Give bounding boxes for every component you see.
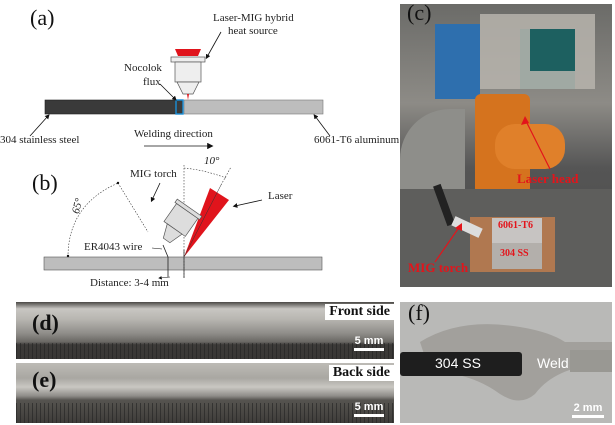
steel-section [400,352,522,376]
steel-label-f: 304 SS [435,355,481,371]
mig-torch-arrow [150,182,161,203]
aluminum-sample [492,218,542,243]
steel-label: 304 stainless steel [0,134,80,146]
plate-top-label: 6061-T6 [498,220,533,231]
aluminum-arrow [313,114,331,137]
laser-angle-label: 10° [204,155,220,167]
panel-label-c: (c) [407,4,432,25]
heat-source-arrow [205,31,222,60]
steel-sample [492,243,542,269]
nocolok-flux [175,99,184,115]
laser-head-label: Laser head [517,171,579,186]
torch-angle-arc [67,182,119,258]
flux-label: Nocolok [124,62,162,74]
panel-label-b: (b) [32,170,58,195]
panel-label-f: (f) [408,302,430,325]
mig-torch-icon [162,198,203,244]
laser-arrow [232,199,263,208]
back-side-label: Back side [328,365,394,381]
laser-beam [184,188,229,257]
plate-side-view [43,256,323,271]
er4043-wire [162,244,169,277]
mig-torch-photo-label: MIG torch [408,260,469,275]
plate-bottom-label: 304 SS [500,248,529,259]
cross-section-photo: (f) 304 SS Weld 2 mm [400,302,612,423]
weld-label-f: Weld [537,355,569,371]
heat-source-label-2: heat source [228,25,278,37]
steel-arrow [29,114,50,137]
hybrid-heat-source-icon [170,49,206,100]
photo-arrows [434,116,551,263]
heat-source-label: Laser-MIG hybrid [213,12,294,24]
panel-label-a: (a) [30,5,55,30]
ruler-ticks [16,403,394,423]
panel-label-e: (e) [32,367,57,392]
flux-label-2: flux [143,76,161,88]
welding-setup-photo: (c) Laser head MIG torch 6061-T6 304 SS [400,4,612,287]
mig-torch-label: MIG torch [130,168,177,180]
weld-cross-section [400,324,612,401]
back-side-photo: (e) Back side 5 mm [16,363,394,423]
front-side-label: Front side [325,304,394,320]
schematic-diagram [29,31,331,280]
welding-direction-label: Welding direction [134,128,213,140]
scale-bar-d: 5 mm [354,335,384,351]
aluminum-label: 6061-T6 aluminum alloy [314,134,424,146]
distance-label: Distance: 3-4 mm [90,277,169,289]
steel-plate [44,99,184,115]
ruler-ticks [16,343,394,359]
aluminum-plate [183,99,324,115]
panel-label-d: (d) [32,310,59,335]
scale-bar-e: 5 mm [354,401,384,417]
front-side-photo: (d) Front side 5 mm [16,302,394,359]
scale-bar-f: 2 mm [572,402,604,418]
laser-label: Laser [268,190,293,202]
wire-label: ER4043 wire [84,241,143,253]
flux-arrow [159,83,177,101]
